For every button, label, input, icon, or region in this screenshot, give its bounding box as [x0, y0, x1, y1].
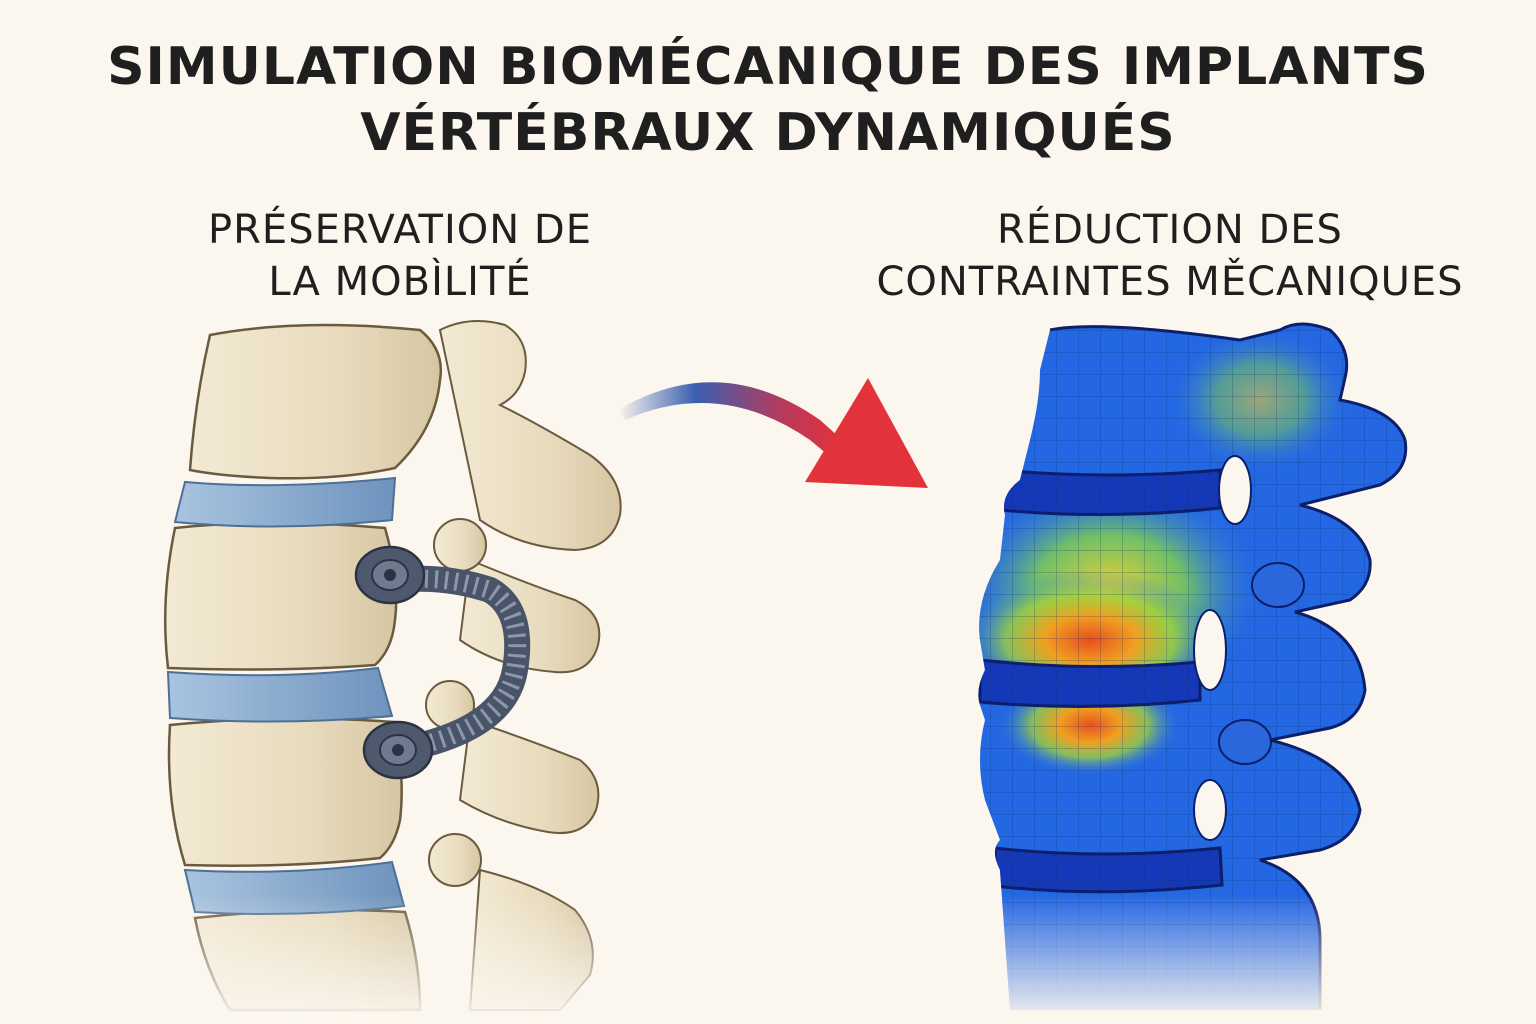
title-line-2: VÉRTÉBRAUX DYNAMIQUÉS: [360, 103, 1176, 163]
right-label-line-1: RÉDUCTION DES: [997, 207, 1343, 253]
arrow-head: [805, 378, 928, 488]
arrow-shaft: [618, 382, 840, 455]
right-label-line-2: CONTRAINTES MĚCANIQUES: [876, 259, 1464, 305]
diagram-title: SIMULATION BIOMÉCANIQUE DES IMPLANTS VÉR…: [0, 34, 1536, 166]
left-bottom-fade: [150, 300, 650, 1024]
right-stress-map: [960, 300, 1420, 1024]
left-label-line-2: LA MOBÌLITÉ: [268, 259, 532, 305]
transition-arrow: [618, 378, 928, 488]
left-panel-label: PRÉSERVATION DE LA MOBÌLITÉ: [150, 204, 650, 308]
title-line-1: SIMULATION BIOMÉCANIQUE DES IMPLANTS: [107, 37, 1429, 97]
left-label-line-1: PRÉSERVATION DE: [208, 207, 592, 253]
right-panel-label: RÉDUCTION DES CONTRAINTES MĚCANIQUES: [850, 204, 1490, 308]
